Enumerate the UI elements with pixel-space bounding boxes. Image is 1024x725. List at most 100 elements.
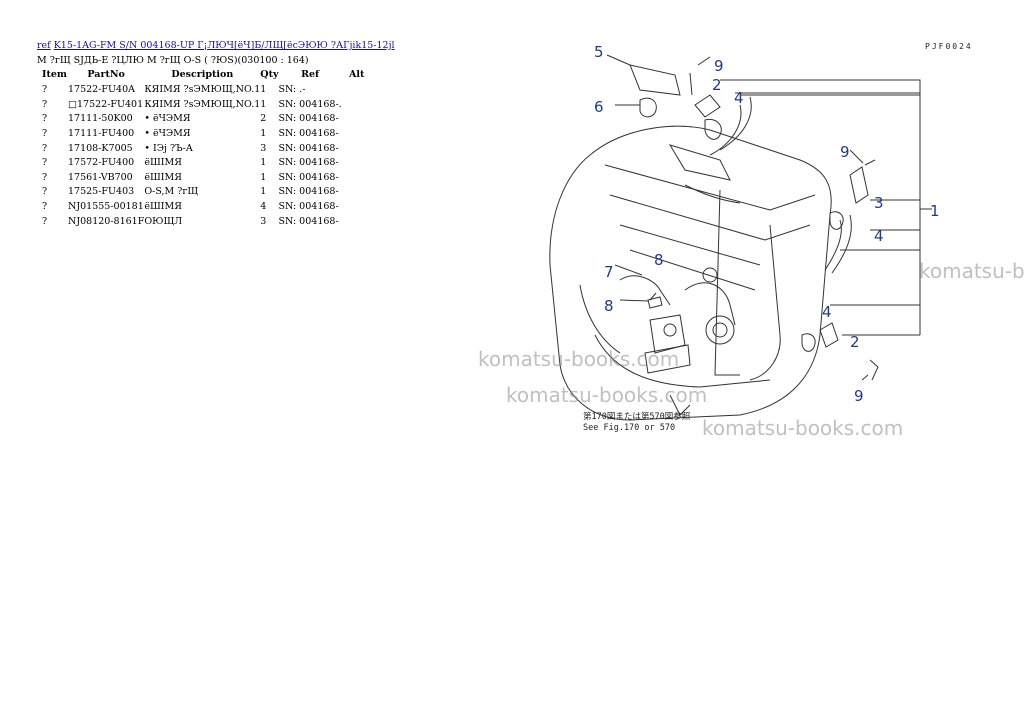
table-header-row: Item PartNo Description Qty Ref Alt [37,68,372,83]
qty-cell: 4 [260,200,267,212]
callout-1: 1 [930,202,940,220]
item-cell: ? [42,200,48,212]
header-item: Item [42,69,67,81]
partno-cell: 17108-K7005 [68,142,133,154]
description-cell: • ёЧЭМЯ [144,113,191,125]
description-cell: ёШІМЯ [144,157,182,169]
qty-cell: 1 [260,171,267,183]
partno-cell: □17522-FU401 [68,98,144,110]
description-cell: О-S,М ?гЩ [144,186,199,198]
item-cell: ? [42,171,48,183]
item-cell: ? [42,84,48,96]
item-cell: ? [42,215,48,227]
callout-9: 9 [714,57,724,75]
partno-cell: 17572-FU400 [68,157,135,169]
qty-cell: 3 [260,215,267,227]
table-row: ? 17111-50K00 • ёЧЭМЯ 2 SN: 004168- [37,112,372,127]
watermark: komatsu-b [919,259,1024,283]
qty-cell: 2 [260,113,267,125]
callout-4c: 4 [822,303,832,321]
callout-3: 3 [874,194,884,212]
item-cell: ? [42,127,48,139]
diagram-code: PJF0024 [925,42,973,51]
caption-jp: 第170図または第570図参照 [583,412,691,422]
partno-cell: 17522-FU40A [68,84,135,96]
callout-6: 6 [594,98,604,116]
callout-8: 8 [654,251,664,269]
header-ref: Ref [301,69,320,81]
header-qty: Qty [260,69,279,81]
header-alt: Alt [349,69,365,81]
alt-cell [342,156,372,171]
description-cell: ёШІМЯ [144,200,182,212]
callout-4b: 4 [874,227,884,245]
callout-5: 5 [594,43,604,61]
callout-2: 2 [712,76,722,94]
item-cell: ? [42,186,48,198]
description-cell: КЯІМЯ ?sЭМЮЩ,NO.1 [144,98,261,110]
qty-cell: 1 [260,127,267,139]
partno-cell: 17111-50K00 [68,113,133,125]
item-cell: ? [42,113,48,125]
qty-cell: 1 [260,186,267,198]
alt-cell [342,127,372,142]
table-row: ? 17561-VB700 ёШІМЯ 1 SN: 004168- [37,171,372,186]
table-row: ? 17572-FU400 ёШІМЯ 1 SN: 004168- [37,156,372,171]
model-link[interactable]: K15-1AG-FM S/N 004168-UP Г¡ЛЮЧ[ёЧ]Б/ЛЩ[ё… [53,40,395,51]
callout-9c: 9 [854,387,864,405]
callout-2b: 2 [850,333,860,351]
ref-cell: SN: 004168- [278,113,339,125]
table-row: ? 17108-K7005 • ІЭj ?Ъ-А 3 SN: 004168- [37,142,372,157]
watermark: komatsu-books.com [702,416,904,440]
description-cell: • ІЭj ?Ъ-А [144,142,193,154]
ref-cell: SN: 004168- [278,157,339,169]
partno-cell: 17525-FU403 [68,186,135,198]
partno-cell: NJ08120-8161F [68,215,145,227]
alt-cell [342,98,372,113]
description-cell: ОЮЩЛ [144,215,183,227]
callout-7: 7 [604,263,614,281]
qty-cell: 3 [260,142,267,154]
description-cell: ёШІМЯ [144,171,182,183]
qty-cell: 1 [260,84,267,96]
partno-cell: 17561-VB700 [68,171,133,183]
ref-cell: SN: 004168- [278,142,339,154]
watermark: komatsu-books.com [478,347,680,371]
header-description: Description [171,69,234,81]
callout-4: 4 [734,89,744,107]
alt-cell [342,185,372,200]
ref-cell: SN: 004168-. [278,98,342,110]
ref-link[interactable]: ref [37,40,51,51]
qty-cell: 1 [260,157,267,169]
alt-cell [342,200,372,215]
engine-diagram: 5 9 2 4 6 9 3 1 4 8 7 8 4 2 9 [549,43,940,421]
ref-cell: SN: .- [278,84,306,96]
item-cell: ? [42,142,48,154]
alt-cell [342,112,372,127]
description-cell: КЯІМЯ ?sЭМЮЩ,NO.1 [144,84,261,96]
ref-cell: SN: 004168- [278,215,339,227]
qty-cell: 1 [260,98,267,110]
page-subtitle: М ?гЩ SJДЬ-Е ?ЦЛЮ М ?гЩ О-S ( ?ЮS)(03010… [37,54,309,66]
figure-caption: 第170図または第570図参照 See Fig.170 or 570 [583,412,690,434]
item-cell: ? [42,157,48,169]
ref-cell: SN: 004168- [278,186,339,198]
callout-9b: 9 [840,143,850,161]
ref-cell: SN: 004168- [278,171,339,183]
alt-cell [342,171,372,186]
alt-cell [342,142,372,157]
alt-cell [342,215,372,230]
parts-table: Item PartNo Description Qty Ref Alt ? 175… [37,68,372,229]
callout-8b: 8 [604,297,614,315]
description-cell: • ёЧЭМЯ [144,127,191,139]
partno-cell: NJ01555-00181 [68,200,144,212]
caption-en: See Fig.170 or 570 [583,423,676,433]
ref-cell: SN: 004168- [278,200,339,212]
item-cell: ? [42,98,48,110]
partno-cell: 17111-FU400 [68,127,135,139]
